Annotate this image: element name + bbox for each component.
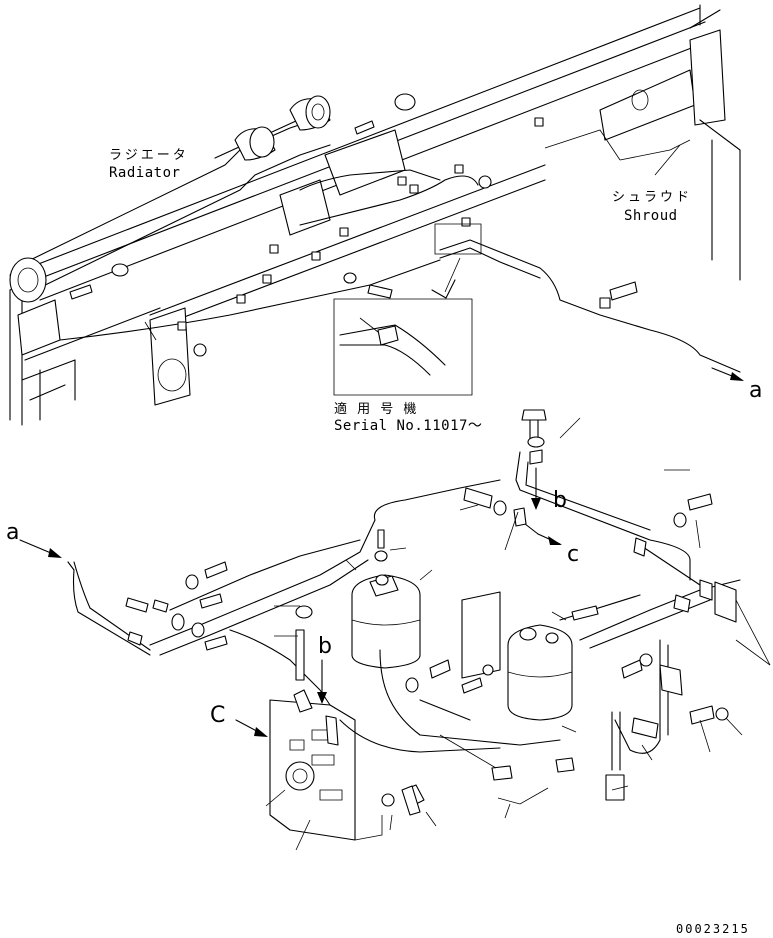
ref-a-right: a [749, 378, 763, 403]
serial-label-jp: 適 用 号 機 [334, 402, 420, 417]
ref-c-right: c [567, 542, 580, 567]
serial-label: Serial No.11017～ [334, 418, 483, 434]
ref-b-bottom: b [318, 634, 333, 659]
ref-b-top: b [553, 488, 568, 513]
ref-a-left: a [6, 520, 20, 545]
shroud-label: Shroud [624, 208, 678, 224]
radiator-label: Radiator [109, 165, 181, 181]
drawing-number: 00023215 [676, 922, 750, 936]
ref-c-left: C [210, 703, 226, 728]
radiator-label-jp: ラジエータ [109, 148, 189, 163]
shroud-label-jp: シュラウド [612, 190, 693, 205]
radiator-frame [10, 5, 744, 425]
lower-assembly [20, 322, 770, 850]
